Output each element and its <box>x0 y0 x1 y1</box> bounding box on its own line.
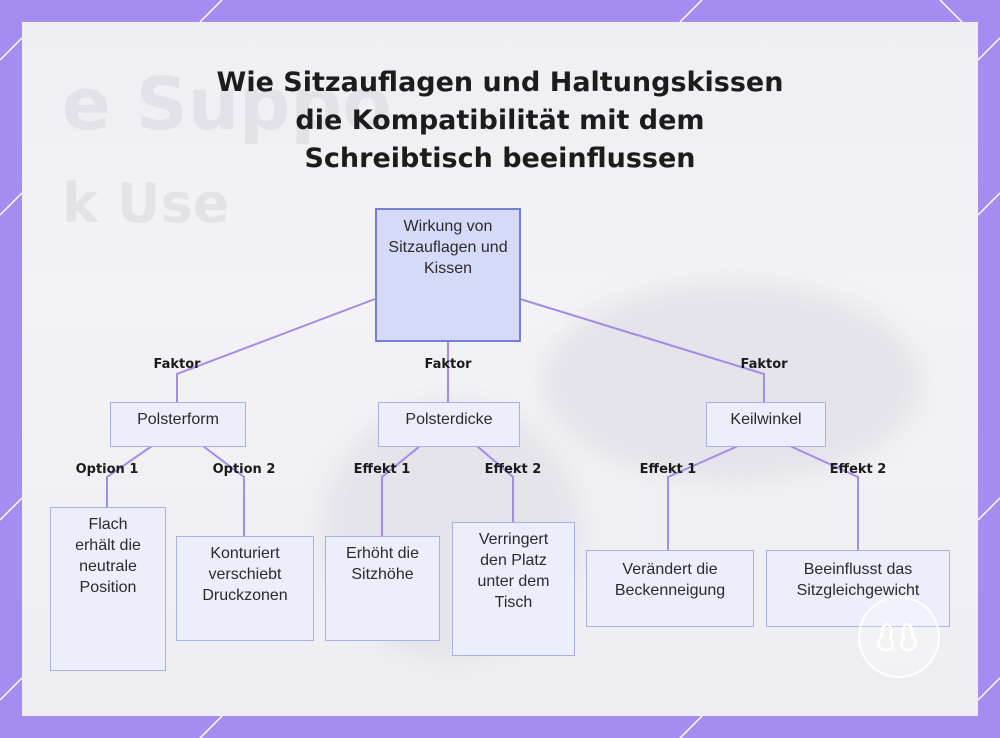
connector-line <box>106 445 153 508</box>
title-line: Schreibtisch beeinflussen <box>304 143 696 174</box>
logo-icon <box>877 622 917 652</box>
leaf-node: Verringert den Platz unter dem Tisch <box>452 522 575 656</box>
brand-logo <box>858 596 940 678</box>
background-watermark-text: k Use <box>62 172 230 235</box>
edge-label: Effekt 2 <box>829 462 887 477</box>
edge-label: Faktor <box>740 357 788 372</box>
connector-line <box>176 298 376 403</box>
edge-label: Effekt 2 <box>484 462 542 477</box>
connector-line <box>202 445 245 536</box>
connector-lines <box>106 298 859 550</box>
diagram-title: Wie Sitzauflagen und Haltungskissen die … <box>22 64 978 178</box>
title-line: die Kompatibilität mit dem <box>295 105 705 136</box>
edge-label: Effekt 1 <box>639 462 697 477</box>
factor-node: Keilwinkel <box>706 402 826 447</box>
edge-label: Option 2 <box>212 462 276 477</box>
connector-line <box>381 445 421 536</box>
factor-node: Polsterform <box>110 402 246 447</box>
edge-label: Faktor <box>153 357 201 372</box>
background-watermark-text: e Suppo <box>62 62 392 146</box>
leaf-node: Konturiert verschiebt Druckzonen <box>176 536 314 641</box>
connector-line <box>519 298 765 403</box>
title-line: Wie Sitzauflagen und Haltungskissen <box>216 67 784 98</box>
edge-label: Option 1 <box>75 462 139 477</box>
leaf-node: Flach erhält die neutrale Position <box>50 507 166 671</box>
root-node: Wirkung von Sitzauflagen und Kissen <box>375 208 521 342</box>
edge-label: Faktor <box>424 357 472 372</box>
factor-node: Polsterdicke <box>378 402 520 447</box>
edge-label: Effekt 1 <box>353 462 411 477</box>
connector-line <box>476 445 514 522</box>
diagram-card: e Suppo k Use Wie Sitzauflagen und Haltu… <box>22 22 978 716</box>
connector-line <box>667 445 739 550</box>
leaf-node: Verändert die Beckenneigung <box>586 550 754 627</box>
connector-line <box>789 445 859 550</box>
leaf-node: Erhöht die Sitzhöhe <box>325 536 440 641</box>
